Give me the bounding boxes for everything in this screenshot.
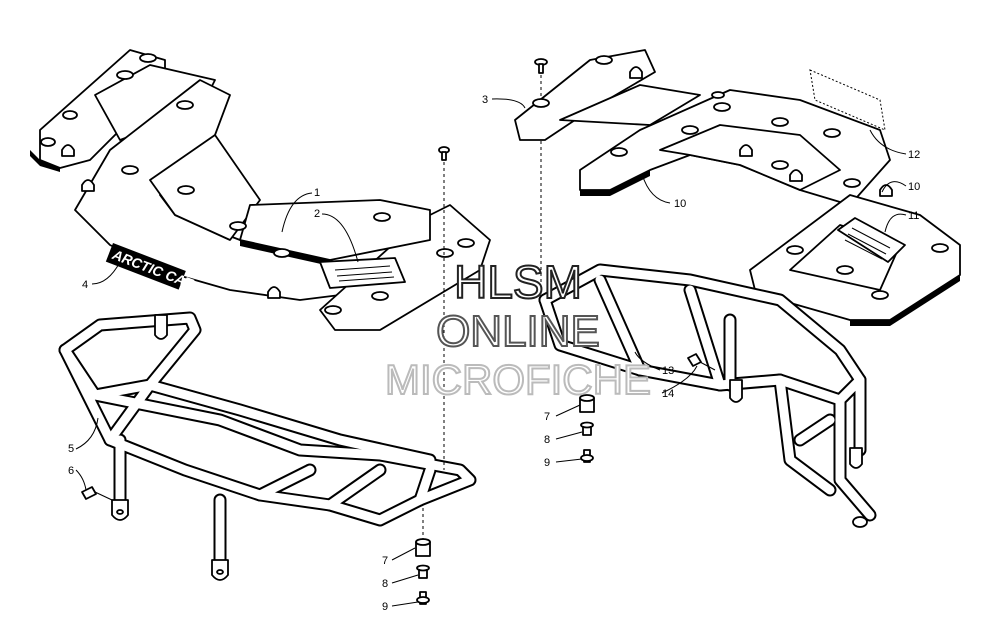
callout-11: 11 <box>908 210 919 222</box>
callout-1: 1 <box>314 187 320 199</box>
callout-7-rear: 7 <box>544 411 550 423</box>
callout-12: 12 <box>908 149 920 161</box>
watermark-line-2: ONLINE <box>436 307 600 356</box>
rear-rack-cover <box>514 49 961 326</box>
rear-warning-label <box>837 217 906 263</box>
callout-10-lower: 10 <box>674 198 686 210</box>
watermark-line-3: MICROFICHE <box>385 356 651 403</box>
front-rack-frame <box>58 311 477 581</box>
watermark-line-1: HLSM <box>454 256 582 308</box>
callout-9-rear: 9 <box>544 457 550 469</box>
front-bolt-6 <box>81 486 113 501</box>
front-warning-label <box>319 257 406 289</box>
rear-bolt-14 <box>687 353 716 371</box>
callout-9-front: 9 <box>382 601 388 613</box>
callout-3: 3 <box>482 94 488 106</box>
callout-leaders <box>75 98 907 607</box>
callout-5: 5 <box>68 443 74 455</box>
callout-10-upper: 10 <box>908 181 920 193</box>
callout-6: 6 <box>68 465 74 477</box>
watermark: HLSM ONLINE MICROFICHE <box>384 255 652 404</box>
callout-14: 14 <box>662 388 674 400</box>
rear-decal-12 <box>809 69 886 131</box>
rear-rack-frame <box>538 263 877 528</box>
rear-bushing-stack <box>579 394 595 463</box>
front-bushing-stack <box>415 538 431 605</box>
callout-2: 2 <box>314 208 320 220</box>
callout-4: 4 <box>82 279 88 291</box>
callout-7-front: 7 <box>382 555 388 567</box>
callout-labels: 1 2 3 4 5 6 7 8 9 7 8 9 10 10 11 12 13 1… <box>68 94 920 613</box>
front-rack-cover: ARCTIC CAT <box>30 49 491 331</box>
callout-8-front: 8 <box>382 578 388 590</box>
callout-8-rear: 8 <box>544 434 550 446</box>
callout-13: 13 <box>662 365 674 377</box>
screw-3 <box>438 58 548 161</box>
